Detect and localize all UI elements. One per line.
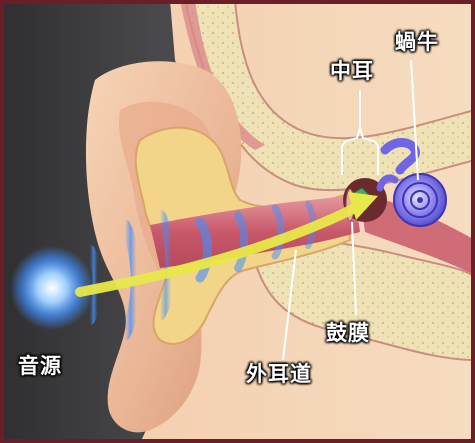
label-middle-ear: 中耳 bbox=[330, 55, 374, 85]
label-eardrum: 鼓膜 bbox=[326, 317, 370, 347]
label-ear-canal: 外耳道 bbox=[246, 358, 312, 388]
label-sound-source: 音源 bbox=[18, 350, 62, 380]
label-cochlea: 蝸牛 bbox=[395, 26, 439, 56]
